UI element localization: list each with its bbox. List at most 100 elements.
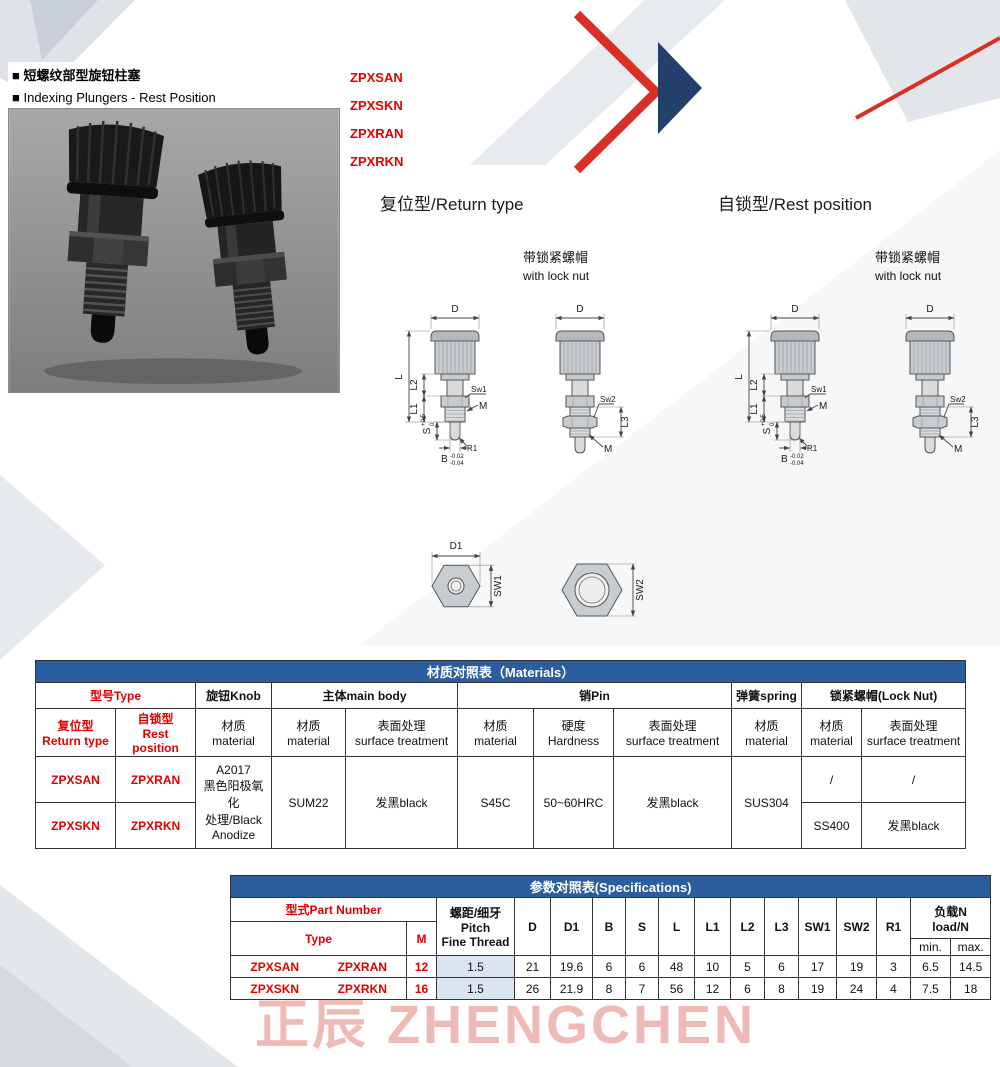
spec-hdr-pitch: 螺距/细牙 Pitch Fine Thread: [436, 897, 515, 956]
spec-row0-pitch: 1.5: [436, 955, 515, 978]
product-title-cn-row: ■ 短螺纹部型旋钮柱塞: [8, 62, 340, 87]
hex-view-sw1: D1 SW1: [431, 541, 504, 608]
lock-nut-caption-en: with lock nut: [874, 269, 942, 283]
spec-row0-pn2: ZPXRAN: [318, 955, 407, 978]
spec-row1-L2: 6: [730, 977, 765, 1000]
spec-row0-SW1: 17: [798, 955, 837, 978]
spec-hdr-min: min.: [910, 938, 951, 956]
dim-label-D1: D1: [450, 541, 463, 552]
spec-row0-L2: 5: [730, 955, 765, 978]
mat-group-knob: 旋钮Knob: [195, 682, 272, 709]
spec-row1-D1: 21.9: [550, 977, 593, 1000]
spec-row0-L: 48: [658, 955, 695, 978]
mat-knob-material: A2017 黑色阳极氧化 处理/Black Anodize: [195, 756, 272, 849]
mat-group-pin: 销Pin: [457, 682, 732, 709]
mat-row0-locknut-surface: /: [860, 756, 967, 803]
product-photo: [8, 108, 340, 393]
part-number: ZPXRKN: [350, 154, 404, 169]
product-title-en: Indexing Plungers - Rest Position: [23, 90, 216, 105]
materials-table-title: 材质对照表（Materials）: [34, 660, 967, 683]
mat-row0-return-pn: ZPXSAN: [35, 756, 116, 803]
mat-sub-locknut-material: 材质 material: [801, 708, 862, 757]
hex-view-sw2: SW2: [561, 563, 646, 617]
return-type-title: 复位型/Return type: [380, 195, 524, 214]
spec-hdr-max: max.: [949, 938, 992, 956]
part-number: ZPXSKN: [350, 98, 403, 113]
spec-hdr-L3: L3: [764, 897, 799, 956]
materials-table-container: 材质对照表（Materials） 型号Type 旋钮Knob 主体main bo…: [34, 660, 967, 849]
mat-group-type: 型号Type: [35, 682, 196, 709]
spec-row1-load-min: 7.5: [910, 977, 951, 1000]
part-number: ZPXSAN: [350, 70, 403, 85]
dim-label-SW1: SW1: [493, 575, 504, 597]
mat-sub-body-material: 材质 material: [271, 708, 346, 757]
spec-row1-S: 7: [625, 977, 659, 1000]
spec-row1-L3: 8: [764, 977, 799, 1000]
mat-group-locknut: 锁紧螺帽(Lock Nut): [800, 682, 967, 709]
spec-row0-load-min: 6.5: [910, 955, 951, 978]
spec-row0-R1: 3: [876, 955, 911, 978]
spec-row0-B: 6: [592, 955, 626, 978]
spec-row1-B: 8: [592, 977, 626, 1000]
spec-hdr-S: S: [625, 897, 659, 956]
spec-hdr-SW1: SW1: [798, 897, 837, 956]
drawing-return-locknut: [556, 304, 631, 455]
spec-row0-D: 21: [514, 955, 551, 978]
spec-row1-pn2: ZPXRKN: [318, 977, 407, 1000]
spec-hdr-R1: R1: [876, 897, 911, 956]
mat-row0-rest-pn: ZPXRAN: [115, 756, 196, 803]
part-number-list: ZPXSAN ZPXSKN ZPXRAN ZPXRKN: [350, 64, 403, 176]
product-title-en-row: ■ Indexing Plungers - Rest Position: [8, 87, 340, 108]
spec-hdr-L2: L2: [730, 897, 765, 956]
materials-table: 材质对照表（Materials） 型号Type 旋钮Knob 主体main bo…: [34, 660, 967, 849]
mat-pin-material: S45C: [457, 756, 534, 849]
drawing-return-basic: [394, 304, 487, 467]
mat-sub-rest-position: 自锁型 Rest position: [115, 708, 196, 757]
spec-row1-pitch: 1.5: [436, 977, 515, 1000]
mat-row1-locknut-surface: 发黑black: [860, 802, 967, 849]
rest-position-title: 自锁型/Rest position: [718, 195, 872, 214]
mat-sub-pin-material: 材质 material: [457, 708, 534, 757]
watermark: 正辰 ZHENGCHEN: [255, 995, 757, 1055]
drawing-rest-locknut: [906, 304, 981, 455]
mat-sub-return-type: 复位型 Return type: [35, 708, 116, 757]
spec-hdr-part-number: 型式Part Number: [230, 897, 437, 922]
mat-row0-locknut-material: /: [801, 756, 862, 803]
spec-row0-SW2: 19: [836, 955, 877, 978]
spec-row1-SW2: 24: [836, 977, 877, 1000]
spec-table-title: 参数对照表(Specifications): [229, 875, 992, 898]
spec-row1-L1: 12: [694, 977, 731, 1000]
mat-group-spring: 弹簧spring: [731, 682, 802, 709]
spec-hdr-L: L: [658, 897, 695, 956]
mat-group-body: 主体main body: [271, 682, 458, 709]
drawing-rest-basic: [734, 304, 827, 467]
mat-body-surface: 发黑black: [345, 756, 458, 849]
spec-row0-pn1: ZPXSAN: [230, 955, 319, 978]
spec-row0-L3: 6: [764, 955, 799, 978]
mat-row1-locknut-material: SS400: [801, 802, 862, 849]
lock-nut-caption-cn: 带锁紧螺帽: [875, 250, 940, 265]
product-title-cn: 短螺纹部型旋钮柱塞: [23, 68, 141, 83]
spec-row1-load-max: 18: [949, 977, 992, 1000]
lock-nut-caption-cn: 带锁紧螺帽: [523, 250, 588, 265]
lock-nut-caption-en: with lock nut: [522, 269, 590, 283]
spec-row0-load-max: 14.5: [949, 955, 992, 978]
mat-sub-pin-surface: 表面处理 surface treatment: [613, 708, 732, 757]
mat-sub-body-surface: 表面处理 surface treatment: [345, 708, 458, 757]
bullet-icon: ■: [12, 68, 20, 83]
spec-row0-D1: 19.6: [550, 955, 593, 978]
spec-table: 参数对照表(Specifications) 型式Part Number 螺距/细…: [229, 875, 992, 1000]
spec-hdr-SW2: SW2: [836, 897, 877, 956]
spec-hdr-L1: L1: [694, 897, 731, 956]
spec-hdr-D1: D1: [550, 897, 593, 956]
spec-hdr-load: 负载N load/N: [909, 897, 992, 939]
mat-sub-knob-material: 材质 material: [195, 708, 272, 757]
mat-pin-surface: 发黑black: [613, 756, 732, 849]
dim-label-SW2: SW2: [635, 579, 646, 601]
spec-row0-m: 12: [406, 955, 437, 978]
spec-hdr-D: D: [514, 897, 551, 956]
mat-sub-locknut-surface: 表面处理 surface treatment: [860, 708, 967, 757]
mat-row1-return-pn: ZPXSKN: [35, 802, 116, 849]
plunger-photo-front: [66, 120, 164, 343]
